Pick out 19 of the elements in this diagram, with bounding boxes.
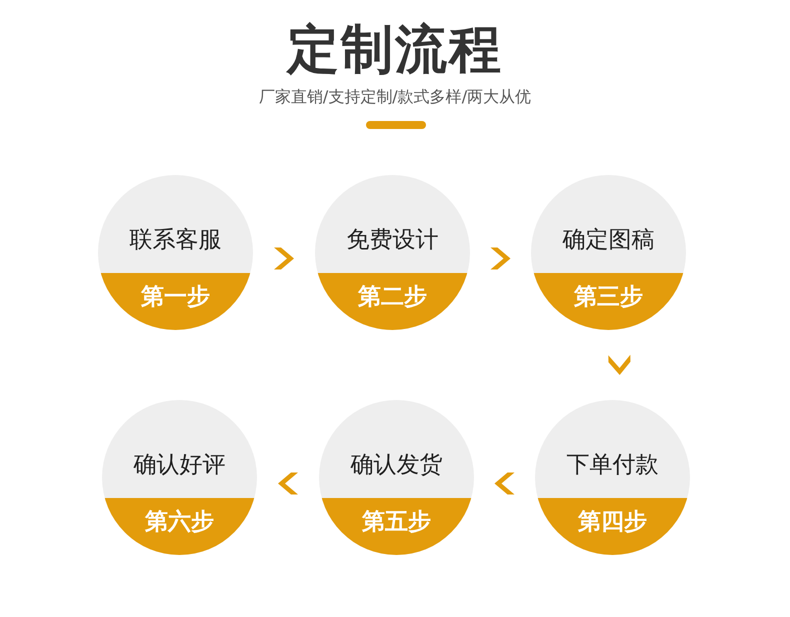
step-title: 确认发货	[350, 451, 442, 479]
chevron-arrow	[490, 248, 510, 270]
step-number: 第五步	[362, 508, 431, 537]
chevron-arrow	[494, 472, 514, 494]
step-title: 联系客服	[130, 226, 222, 254]
step-number: 第一步	[141, 283, 210, 312]
step-number: 第二步	[358, 283, 427, 312]
chevron-arrow	[274, 248, 294, 270]
chevron-arrow	[608, 354, 630, 375]
step-number: 第四步	[578, 508, 647, 537]
step-title: 确定图稿	[562, 226, 654, 254]
chevron-arrow	[278, 472, 298, 494]
step-title: 免费设计	[346, 226, 438, 254]
subtitle: 厂家直销/支持定制/款式多样/两大从优	[258, 86, 532, 108]
title: 定制流程	[287, 20, 503, 80]
step-number: 第三步	[574, 283, 643, 312]
step-number: 第六步	[145, 508, 214, 537]
step-title: 下单付款	[566, 451, 658, 479]
step-title: 确认好评	[134, 451, 226, 479]
